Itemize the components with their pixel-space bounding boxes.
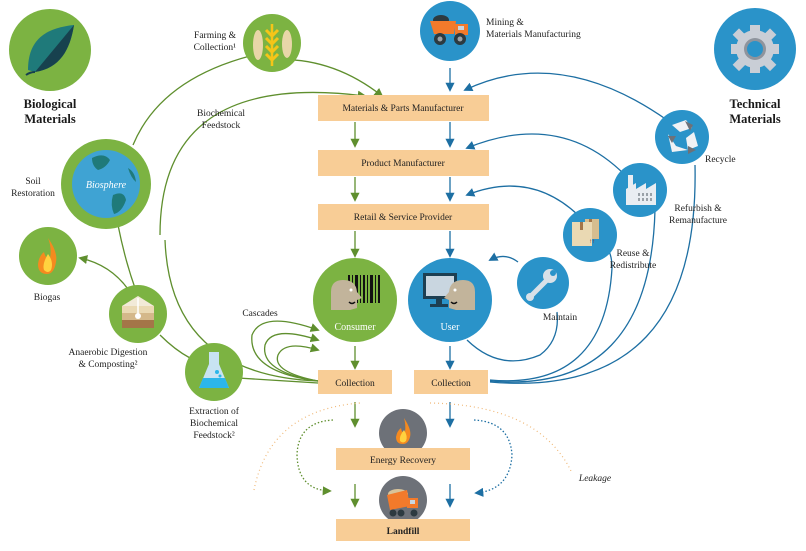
collection-bio-box[interactable]: Collection (318, 370, 392, 394)
collection-tech-box[interactable]: Collection (414, 370, 488, 394)
feedstock-arc-to-collection (164, 239, 319, 382)
retail-service-box[interactable]: Retail & Service Provider (318, 204, 489, 230)
extraction-label-line2: Biochemical (190, 419, 238, 429)
tech-connectors (445, 68, 696, 508)
user-node[interactable]: User (408, 258, 492, 342)
computer-monitor-icon (423, 273, 457, 307)
anaerobic-to-extraction-line (159, 334, 191, 359)
biological-title-line2: Materials (24, 112, 76, 126)
biosphere-node[interactable]: Biosphere (61, 139, 151, 229)
soil-restoration-label-line1: Soil (25, 177, 41, 187)
collection-to-landfill-dotted-green (296, 419, 334, 496)
bio-connectors (78, 55, 384, 508)
refurbish-loop-arrow (465, 133, 626, 176)
technical-materials-header: Technical Materials (714, 8, 796, 126)
refurbish-label-line2: Remanufacture (669, 215, 727, 226)
boxes-icon: ↑↑ (572, 219, 599, 246)
biological-title-line1: Biological (24, 97, 77, 111)
collection-to-recycle-arc (489, 164, 696, 384)
maintain-node[interactable]: Maintain (517, 257, 577, 323)
anaerobic-label-line2: & Composting² (78, 360, 137, 370)
cascade-2 (264, 332, 320, 382)
technical-title-line1: Technical (730, 97, 781, 111)
biosphere-to-anaerobic-line (117, 224, 136, 289)
biogas-node[interactable]: Biogas (19, 227, 77, 303)
leakage-right (429, 402, 573, 474)
recycle-node[interactable]: Recycle (655, 110, 736, 165)
reuse-node[interactable]: ↑↑ Reuse & Redistribute (563, 208, 656, 271)
flask-icon (199, 352, 229, 388)
farming-label-line1: Farming & (194, 31, 237, 41)
reuse-label-line2: Redistribute (610, 261, 656, 271)
biological-materials-header: Biological Materials (9, 9, 91, 126)
refurbish-label-line1: Refurbish & (674, 203, 722, 214)
landfill-truck-icon (387, 489, 418, 517)
person-head-icon (331, 280, 362, 310)
energy-recovery-label: Energy Recovery (370, 456, 436, 466)
biochemical-feedstock-label-line1: Biochemical (197, 109, 245, 119)
retail-service-label: Retail & Service Provider (354, 213, 453, 223)
technical-title-line2: Materials (729, 112, 781, 126)
dump-truck-icon (430, 15, 468, 45)
leakage-left (253, 402, 361, 491)
compost-layers-icon (122, 296, 154, 328)
collection-bio-label: Collection (335, 379, 375, 389)
recycle-loop-arrow (463, 72, 668, 121)
wrench-icon (526, 269, 557, 301)
landfill-label: Landfill (387, 527, 420, 537)
mining-label-line1: Mining & (486, 18, 524, 28)
consumer-node[interactable]: Consumer (313, 258, 397, 342)
farming-label-line2: Collection¹ (194, 43, 237, 53)
collection-tech-label: Collection (431, 379, 471, 389)
mining-label-line2: Materials Manufacturing (486, 29, 581, 40)
biosphere-label: Biosphere (86, 180, 127, 191)
svg-text:↑↑: ↑↑ (589, 239, 595, 245)
mining-node[interactable]: Mining & Materials Manufacturing (420, 1, 581, 61)
cascades-label: Cascades (242, 309, 278, 319)
cascade-3 (276, 343, 320, 382)
biogas-label: Biogas (34, 293, 61, 303)
person-head-icon (444, 280, 475, 310)
landfill-node[interactable]: Landfill (336, 476, 470, 541)
energy-recovery-node[interactable]: Energy Recovery (336, 409, 470, 470)
farming-node[interactable]: Farming & Collection¹ (194, 14, 301, 72)
globe-icon (92, 155, 136, 214)
extraction-label-line1: Extraction of (189, 406, 240, 417)
flame-icon (396, 418, 411, 444)
product-manufacturer-label: Product Manufacturer (361, 158, 445, 169)
cascade-1 (251, 320, 320, 382)
leakage-label: Leakage (578, 474, 611, 484)
collection-to-landfill-dotted-blue (473, 419, 513, 497)
user-label: User (441, 322, 461, 333)
maintain-label: Maintain (543, 313, 578, 323)
collection-to-refurbish-arc (489, 209, 656, 383)
factory-icon (626, 175, 656, 205)
anaerobic-label-line1: Anaerobic Digestion (69, 348, 148, 358)
anaerobic-to-biogas-arrow (78, 255, 131, 293)
recycle-icon (668, 120, 698, 154)
reuse-label-line1: Reuse & (617, 249, 651, 259)
leaf-icon (25, 25, 74, 76)
refurbish-node[interactable]: Refurbish & Remanufacture (613, 163, 727, 226)
materials-parts-label: Materials & Parts Manufacturer (342, 103, 464, 114)
leakage-lines (253, 402, 573, 491)
gear-icon (731, 25, 779, 73)
extraction-node[interactable]: Extraction of Biochemical Feedstock² (185, 343, 243, 441)
extraction-label-line3: Feedstock² (193, 431, 235, 441)
recycle-label: Recycle (705, 155, 736, 165)
product-manufacturer-box[interactable]: Product Manufacturer (318, 150, 489, 176)
consumer-label: Consumer (334, 322, 376, 333)
feedstock-arc-to-materials (159, 90, 367, 236)
user-to-maintain-loop (466, 311, 559, 362)
soil-restoration-label-line2: Restoration (11, 189, 55, 199)
flame-icon (38, 238, 57, 274)
reuse-loop-arrow (465, 185, 579, 216)
wheat-fish-icon (253, 24, 292, 66)
maintain-loop-arrow (488, 252, 519, 263)
anaerobic-node[interactable]: Anaerobic Digestion & Composting² (69, 285, 167, 370)
materials-parts-box[interactable]: Materials & Parts Manufacturer (318, 95, 489, 121)
biochemical-feedstock-label-line2: Feedstock (202, 121, 241, 131)
farming-arc (132, 55, 251, 146)
extraction-to-collection-line (237, 377, 319, 384)
